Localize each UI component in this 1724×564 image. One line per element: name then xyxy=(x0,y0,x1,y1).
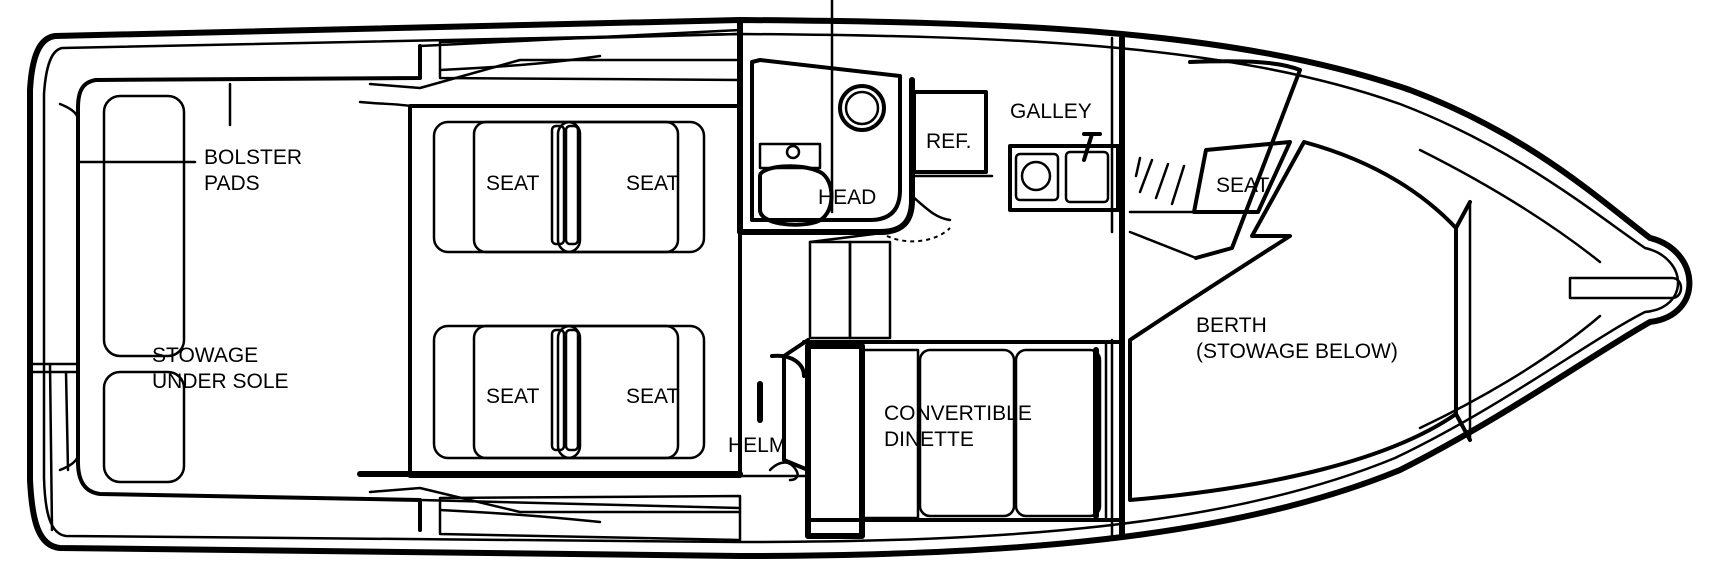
labels: BOLSTER PADS STOWAGE UNDER SOLE SEAT SEA… xyxy=(152,100,1398,457)
label-seat-aft-right: SEAT xyxy=(626,172,679,195)
label-seat-fwd-left: SEAT xyxy=(486,385,539,408)
label-bolster: BOLSTER xyxy=(204,146,302,169)
label-under-sole: UNDER SOLE xyxy=(152,370,289,393)
label-convertible: CONVERTIBLE xyxy=(884,402,1032,425)
refrigerator xyxy=(910,90,994,178)
galley-counter xyxy=(1008,132,1120,212)
label-seat-forward: SEAT xyxy=(1216,174,1269,197)
side-decks xyxy=(368,28,742,542)
seating-area xyxy=(357,100,743,478)
label-seat-fwd-right: SEAT xyxy=(626,385,679,408)
label-stowage: STOWAGE xyxy=(152,344,258,367)
label-seat-aft-left: SEAT xyxy=(486,172,539,195)
bow-pulpit xyxy=(1418,148,1683,430)
hull-outline xyxy=(27,17,1693,559)
label-galley: GALLEY xyxy=(1010,100,1092,123)
dinette xyxy=(802,340,1124,539)
label-helm: HELM xyxy=(728,434,786,457)
label-ref: REF. xyxy=(926,130,972,153)
label-head: HEAD xyxy=(818,186,876,209)
label-dinette: DINETTE xyxy=(884,428,974,451)
label-stowage-below: (STOWAGE BELOW) xyxy=(1196,340,1398,363)
label-berth: BERTH xyxy=(1196,314,1267,337)
helm xyxy=(738,338,810,482)
label-pads: PADS xyxy=(204,172,260,195)
seat-pair-forward xyxy=(432,324,706,460)
seat-pair-aft xyxy=(432,120,706,254)
aft-cockpit xyxy=(28,44,422,532)
forward-cabin xyxy=(1110,35,1472,539)
companionway xyxy=(808,230,892,340)
